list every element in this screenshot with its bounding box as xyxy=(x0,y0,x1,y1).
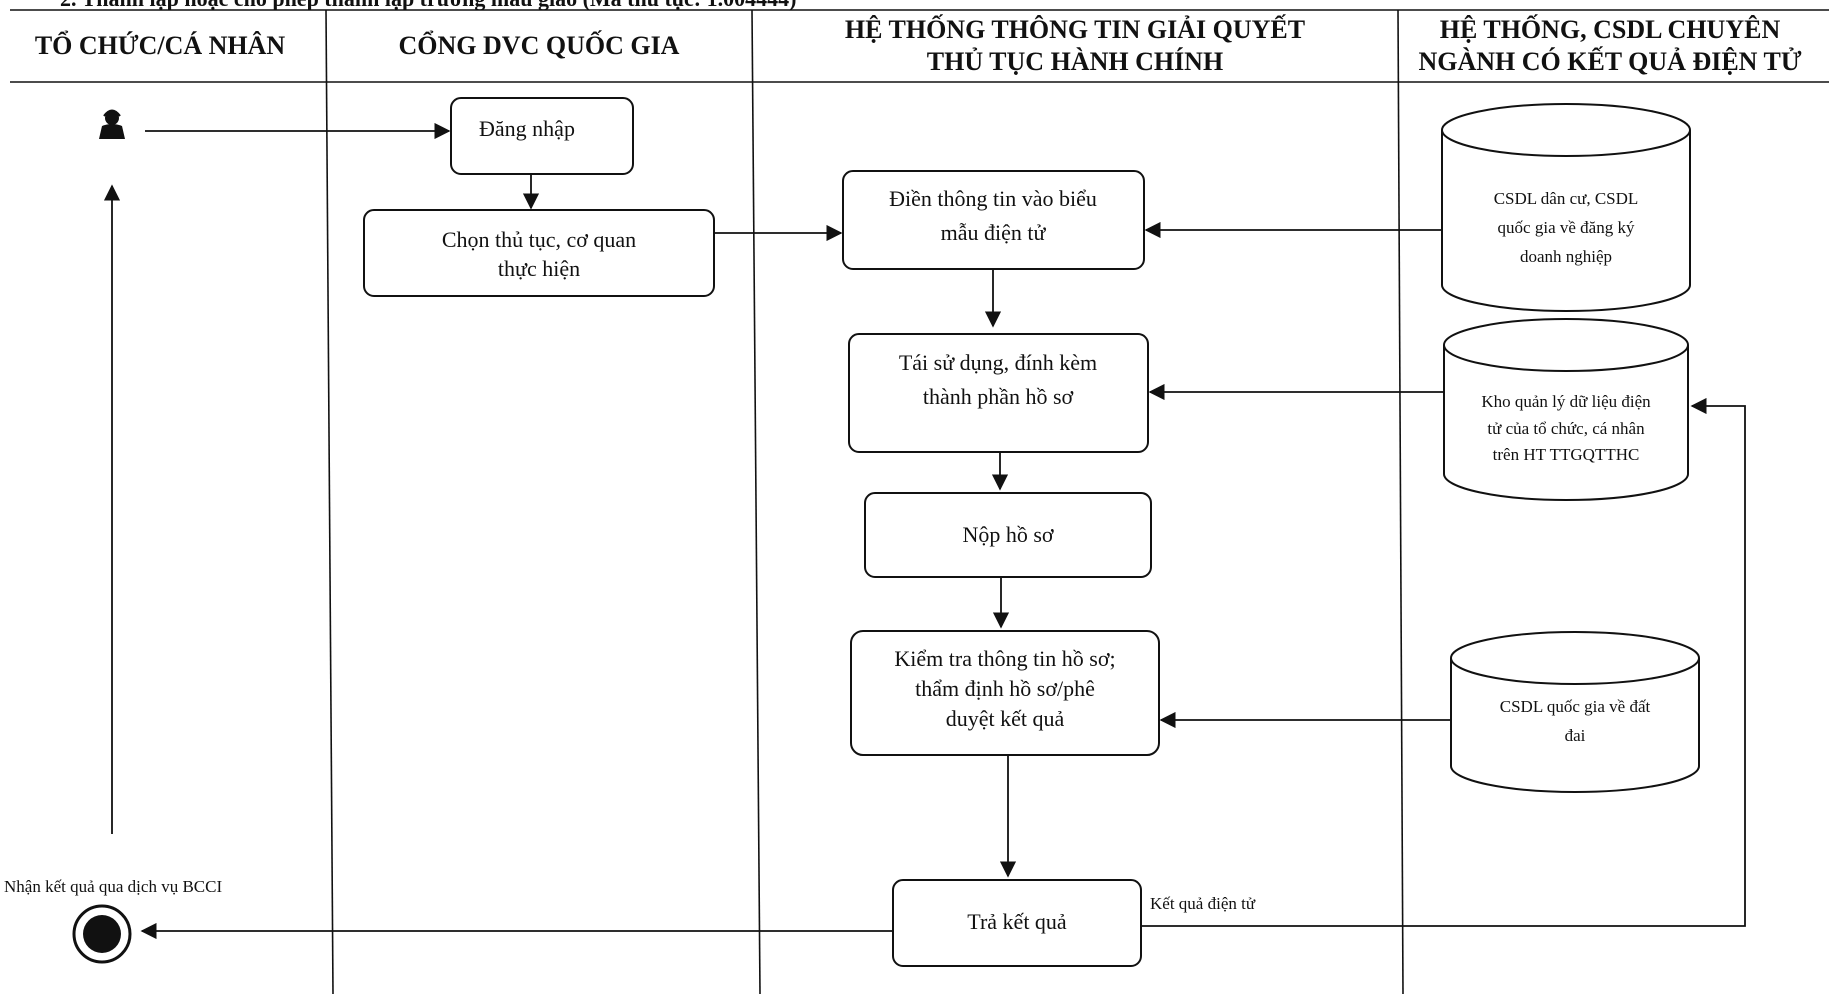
swimlane-frame xyxy=(10,9,1829,994)
svg-text:TỔ CHỨC/CÁ NHÂN: TỔ CHỨC/CÁ NHÂN xyxy=(35,31,286,60)
svg-text:Tái sử dụng, đính kèm: Tái sử dụng, đính kèm xyxy=(899,350,1097,375)
svg-text:HỆ THỐNG THÔNG TIN GIẢI QUYẾT: HỆ THỐNG THÔNG TIN GIẢI QUYẾT xyxy=(845,15,1305,44)
box-login: Đăng nhập xyxy=(450,97,634,175)
svg-text:CSDL quốc gia về đất: CSDL quốc gia về đất xyxy=(1500,697,1651,716)
box-submit: Nộp hồ sơ xyxy=(864,492,1152,578)
box-reuse-attach: Tái sử dụng, đính kèm thành phần hồ sơ xyxy=(848,333,1149,453)
svg-text:quốc gia về đăng ký: quốc gia về đăng ký xyxy=(1498,218,1635,237)
svg-text:Kiểm tra thông tin hồ sơ;: Kiểm tra thông tin hồ sơ; xyxy=(894,646,1115,671)
svg-text:thẩm định hồ sơ/phê: thẩm định hồ sơ/phê xyxy=(915,676,1095,701)
svg-text:đai: đai xyxy=(1565,726,1586,745)
database-land: CSDL quốc gia về đất đai xyxy=(1450,631,1700,793)
svg-text:NGÀNH CÓ KẾT QUẢ ĐIỆN TỬ: NGÀNH CÓ KẾT QUẢ ĐIỆN TỬ xyxy=(1418,47,1801,76)
receive-result-label: Nhận kết quả qua dịch vụ BCCI xyxy=(4,877,222,896)
svg-text:CSDL dân cư, CSDL: CSDL dân cư, CSDL xyxy=(1494,189,1639,208)
arrow-result-to-db2 xyxy=(1141,397,1746,927)
box-check-approve: Kiểm tra thông tin hồ sơ; thẩm định hồ s… xyxy=(850,630,1160,756)
person-icon xyxy=(99,109,125,139)
svg-text:thực hiện: thực hiện xyxy=(498,256,580,281)
svg-text:CỔNG DVC QUỐC GIA: CỔNG DVC QUỐC GIA xyxy=(399,31,680,60)
electronic-result-label: Kết quả điện tử xyxy=(1150,894,1256,913)
connectors xyxy=(103,122,1746,940)
svg-text:tử của tổ chức, cá nhân: tử của tổ chức, cá nhân xyxy=(1487,419,1645,438)
svg-text:HỆ THỐNG, CSDL CHUYÊN: HỆ THỐNG, CSDL CHUYÊN xyxy=(1440,15,1781,44)
svg-text:Điền thông tin vào biểu: Điền thông tin vào biểu xyxy=(889,186,1097,211)
svg-text:Chọn thủ tục, cơ quan: Chọn thủ tục, cơ quan xyxy=(442,227,636,252)
svg-text:mẫu điện tử: mẫu điện tử xyxy=(941,220,1047,245)
svg-text:THỦ TỤC HÀNH CHÍNH: THỦ TỤC HÀNH CHÍNH xyxy=(927,47,1223,76)
lane-header-organization: TỔ CHỨC/CÁ NHÂN xyxy=(35,31,286,60)
top-caption: 2. Thành lập hoặc cho phép thành lập trư… xyxy=(60,0,796,11)
database-population: CSDL dân cư, CSDL quốc gia về đăng ký do… xyxy=(1441,103,1691,312)
lane-header-specialized-db: HỆ THỐNG, CSDL CHUYÊN NGÀNH CÓ KẾT QUẢ Đ… xyxy=(1418,15,1801,76)
lane-header-portal: CỔNG DVC QUỐC GIA xyxy=(399,31,680,60)
box-fill-form: Điền thông tin vào biểu mẫu điện tử xyxy=(842,170,1145,270)
svg-text:Trả kết quả: Trả kết quả xyxy=(967,909,1067,934)
lane-header-processing-system: HỆ THỐNG THÔNG TIN GIẢI QUYẾT THỦ TỤC HÀ… xyxy=(845,15,1305,76)
svg-text:doanh nghiệp: doanh nghiệp xyxy=(1520,247,1612,266)
database-electronic-store: Kho quản lý dữ liệu điện tử của tổ chức,… xyxy=(1443,318,1689,501)
svg-text:Nộp hồ sơ: Nộp hồ sơ xyxy=(962,522,1053,547)
end-node-icon xyxy=(72,904,132,964)
svg-text:Kho quản lý dữ liệu điện: Kho quản lý dữ liệu điện xyxy=(1481,392,1651,411)
svg-text:trên HT TTGQTTHC: trên HT TTGQTTHC xyxy=(1493,445,1640,464)
box-select-procedure: Chọn thủ tục, cơ quan thực hiện xyxy=(363,209,715,297)
svg-text:thành phần hồ sơ: thành phần hồ sơ xyxy=(923,384,1074,409)
svg-text:duyệt kết quả: duyệt kết quả xyxy=(946,706,1065,731)
svg-text:Đăng nhập: Đăng nhập xyxy=(479,116,575,141)
box-return-result: Trả kết quả xyxy=(892,879,1142,967)
